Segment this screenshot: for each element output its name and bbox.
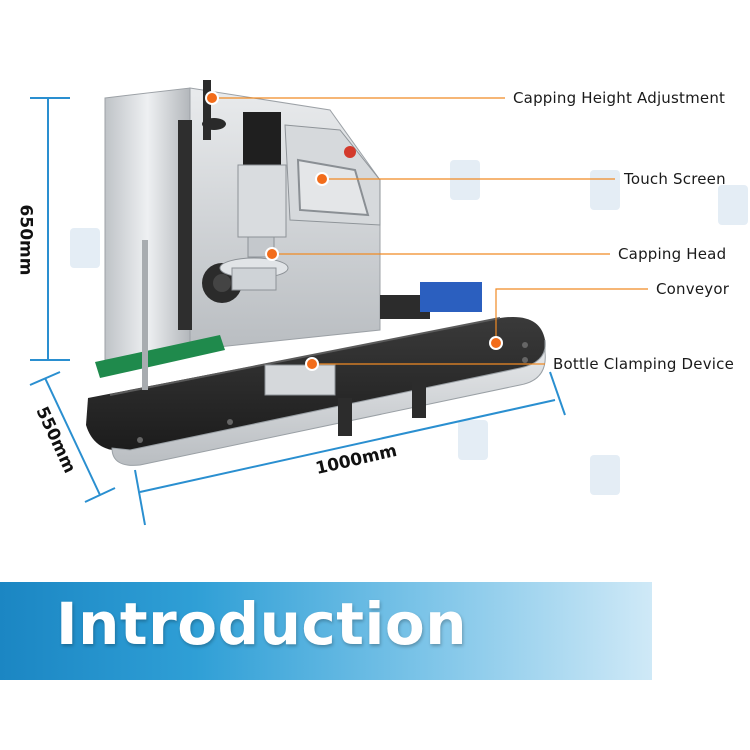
callout-dot [305, 357, 319, 371]
capping-head-assembly [202, 112, 289, 291]
dimension-lines [29, 97, 566, 526]
product-illustration [29, 80, 748, 526]
dimension-height-label: 650mm [15, 204, 36, 276]
callout-dot [205, 91, 219, 105]
label-conveyor: Conveyor [656, 280, 730, 298]
callout-dot [315, 172, 329, 186]
callout-dot [489, 336, 503, 350]
label-touch-screen: Touch Screen [624, 170, 726, 188]
callout-dot [265, 247, 279, 261]
banner-title: Introduction [56, 590, 467, 658]
label-capping-head: Capping Head [618, 245, 727, 263]
label-capping-height-adjustment: Capping Height Adjustment [513, 89, 726, 107]
label-bottle-clamping-device: Bottle Clamping Device [553, 355, 735, 373]
section-banner [0, 582, 652, 680]
bottle-clamping-device [95, 240, 482, 396]
callout-leaders [205, 91, 648, 371]
